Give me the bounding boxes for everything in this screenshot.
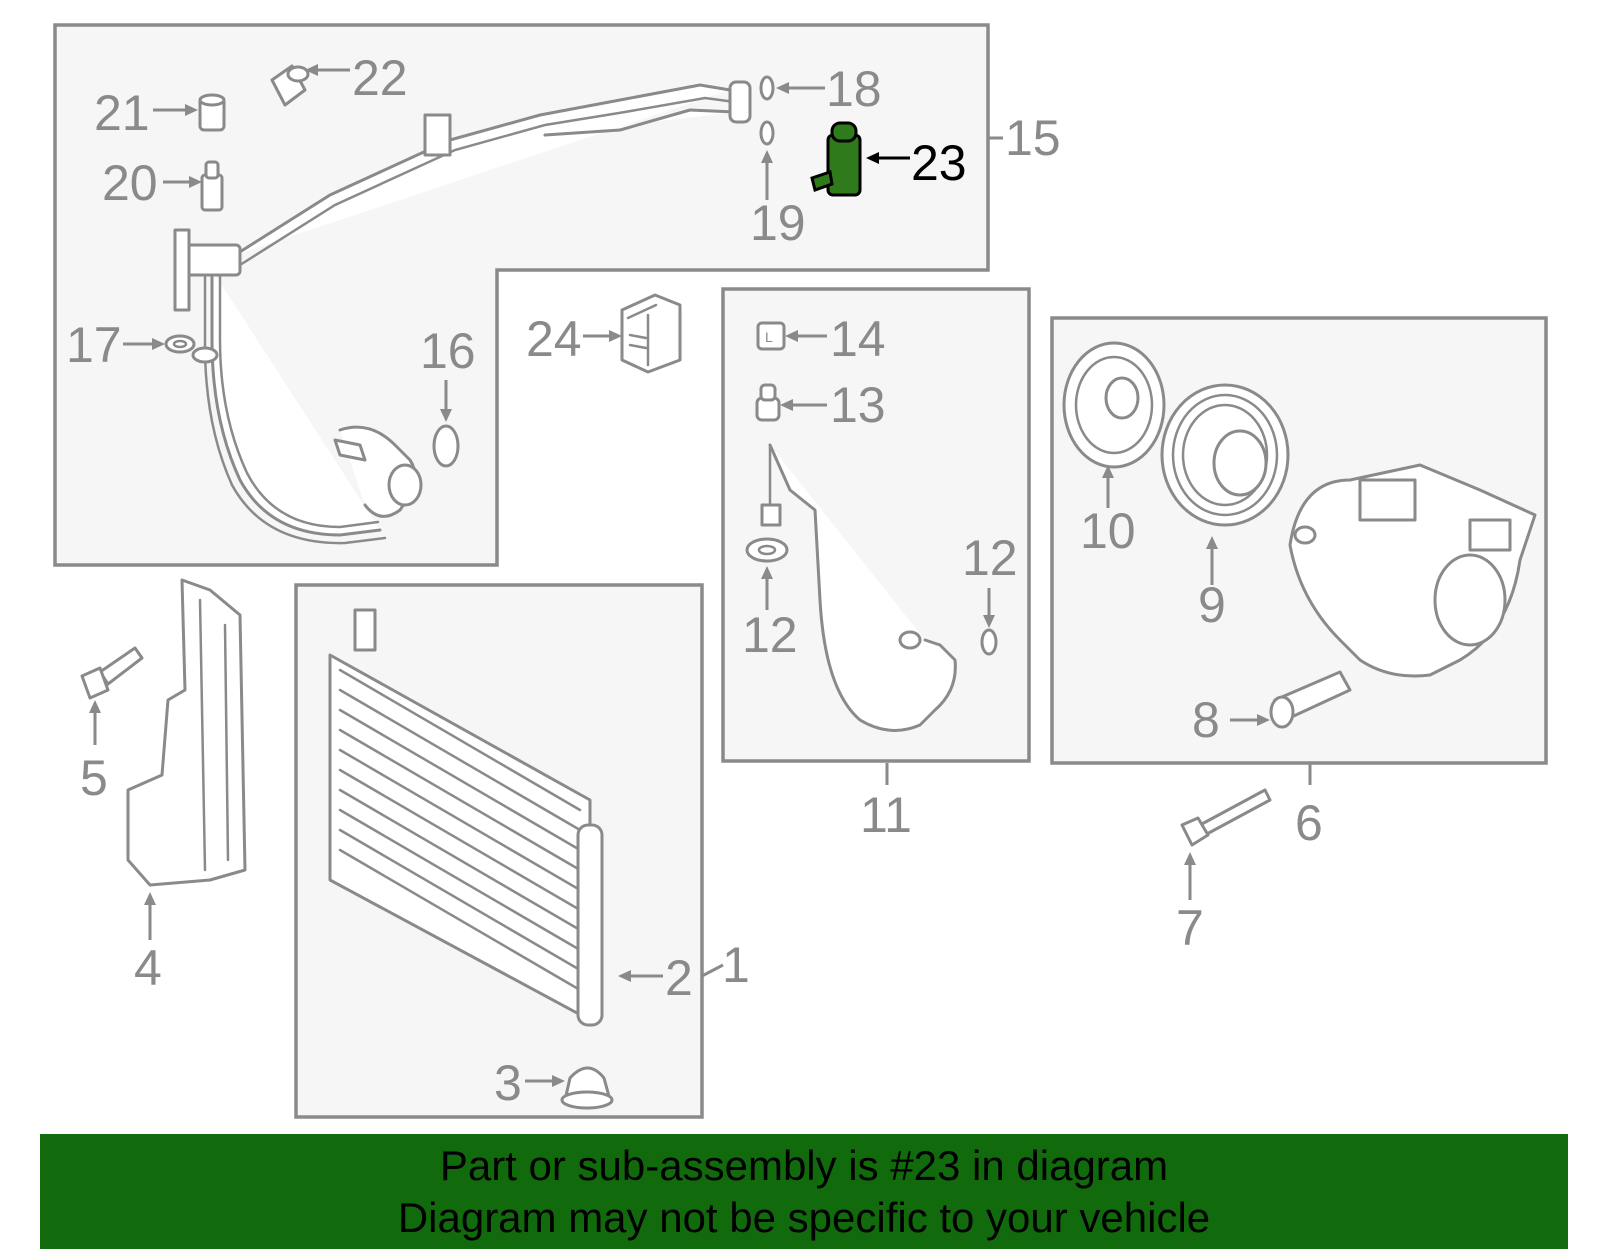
part-3-cap (560, 1066, 614, 1110)
callout-4: 4 (134, 940, 162, 996)
compressor-body (1288, 463, 1537, 678)
callout-numbers: 22 21 20 18 19 23 15 17 16 24 14 13 12 1… (66, 50, 1323, 1111)
callout-6: 6 (1295, 795, 1323, 851)
part-9-pulley (1160, 383, 1290, 527)
callout-16: 16 (420, 323, 476, 379)
part-7-bolt (1180, 788, 1272, 847)
part-5-bolt (80, 646, 144, 700)
part-21-cap (198, 93, 226, 132)
part-19-oring (759, 120, 775, 146)
callout-12-right: 12 (962, 530, 1018, 586)
condenser-core (328, 608, 604, 1027)
callout-1: 1 (722, 937, 750, 993)
part-12-washer-left (745, 537, 789, 563)
part-24-relay (620, 293, 682, 374)
callout-20: 20 (102, 155, 158, 211)
callout-3: 3 (494, 1055, 522, 1111)
callout-9: 9 (1198, 577, 1226, 633)
part-14-cap: L (756, 321, 786, 351)
part-17-washer (164, 334, 196, 354)
callout-12-left: 12 (742, 607, 798, 663)
callout-22: 22 (352, 50, 408, 106)
part-23-highlighted (810, 121, 862, 197)
callout-8: 8 (1192, 692, 1220, 748)
callout-15: 15 (1005, 110, 1061, 166)
part-20-valve (200, 160, 224, 212)
banner-line-2: Diagram may not be specific to your vehi… (397, 1194, 1211, 1241)
callout-21: 21 (94, 85, 150, 141)
info-banner: Part or sub-assembly is #23 in diagram D… (40, 1134, 1568, 1249)
hose-assembly-15 (173, 80, 752, 545)
callout-arrows (89, 64, 1312, 1087)
hose-11 (760, 443, 957, 732)
banner-line-1: Part or sub-assembly is #23 in diagram (439, 1142, 1169, 1189)
svg-text:L: L (765, 329, 773, 345)
callout-13: 13 (830, 377, 886, 433)
part-16-oring (432, 424, 460, 468)
callout-24: 24 (526, 311, 582, 367)
part-22-cap (270, 64, 310, 107)
part-18-oring (759, 75, 775, 101)
part-8-switch (1269, 670, 1352, 729)
callout-2: 2 (665, 950, 693, 1006)
callout-19: 19 (750, 195, 806, 251)
callout-17: 17 (66, 317, 122, 373)
callout-10: 10 (1080, 503, 1136, 559)
callout-11: 11 (860, 787, 912, 843)
part-10-clutch-hub (1062, 341, 1166, 469)
part-4-air-guard (126, 578, 247, 887)
part-12-oring-right (980, 628, 998, 656)
callout-23: 23 (911, 135, 967, 191)
callout-5: 5 (80, 750, 108, 806)
callout-14: 14 (830, 311, 886, 367)
callout-18: 18 (826, 61, 882, 117)
part-13-valve (755, 383, 781, 422)
callout-7: 7 (1176, 900, 1204, 956)
